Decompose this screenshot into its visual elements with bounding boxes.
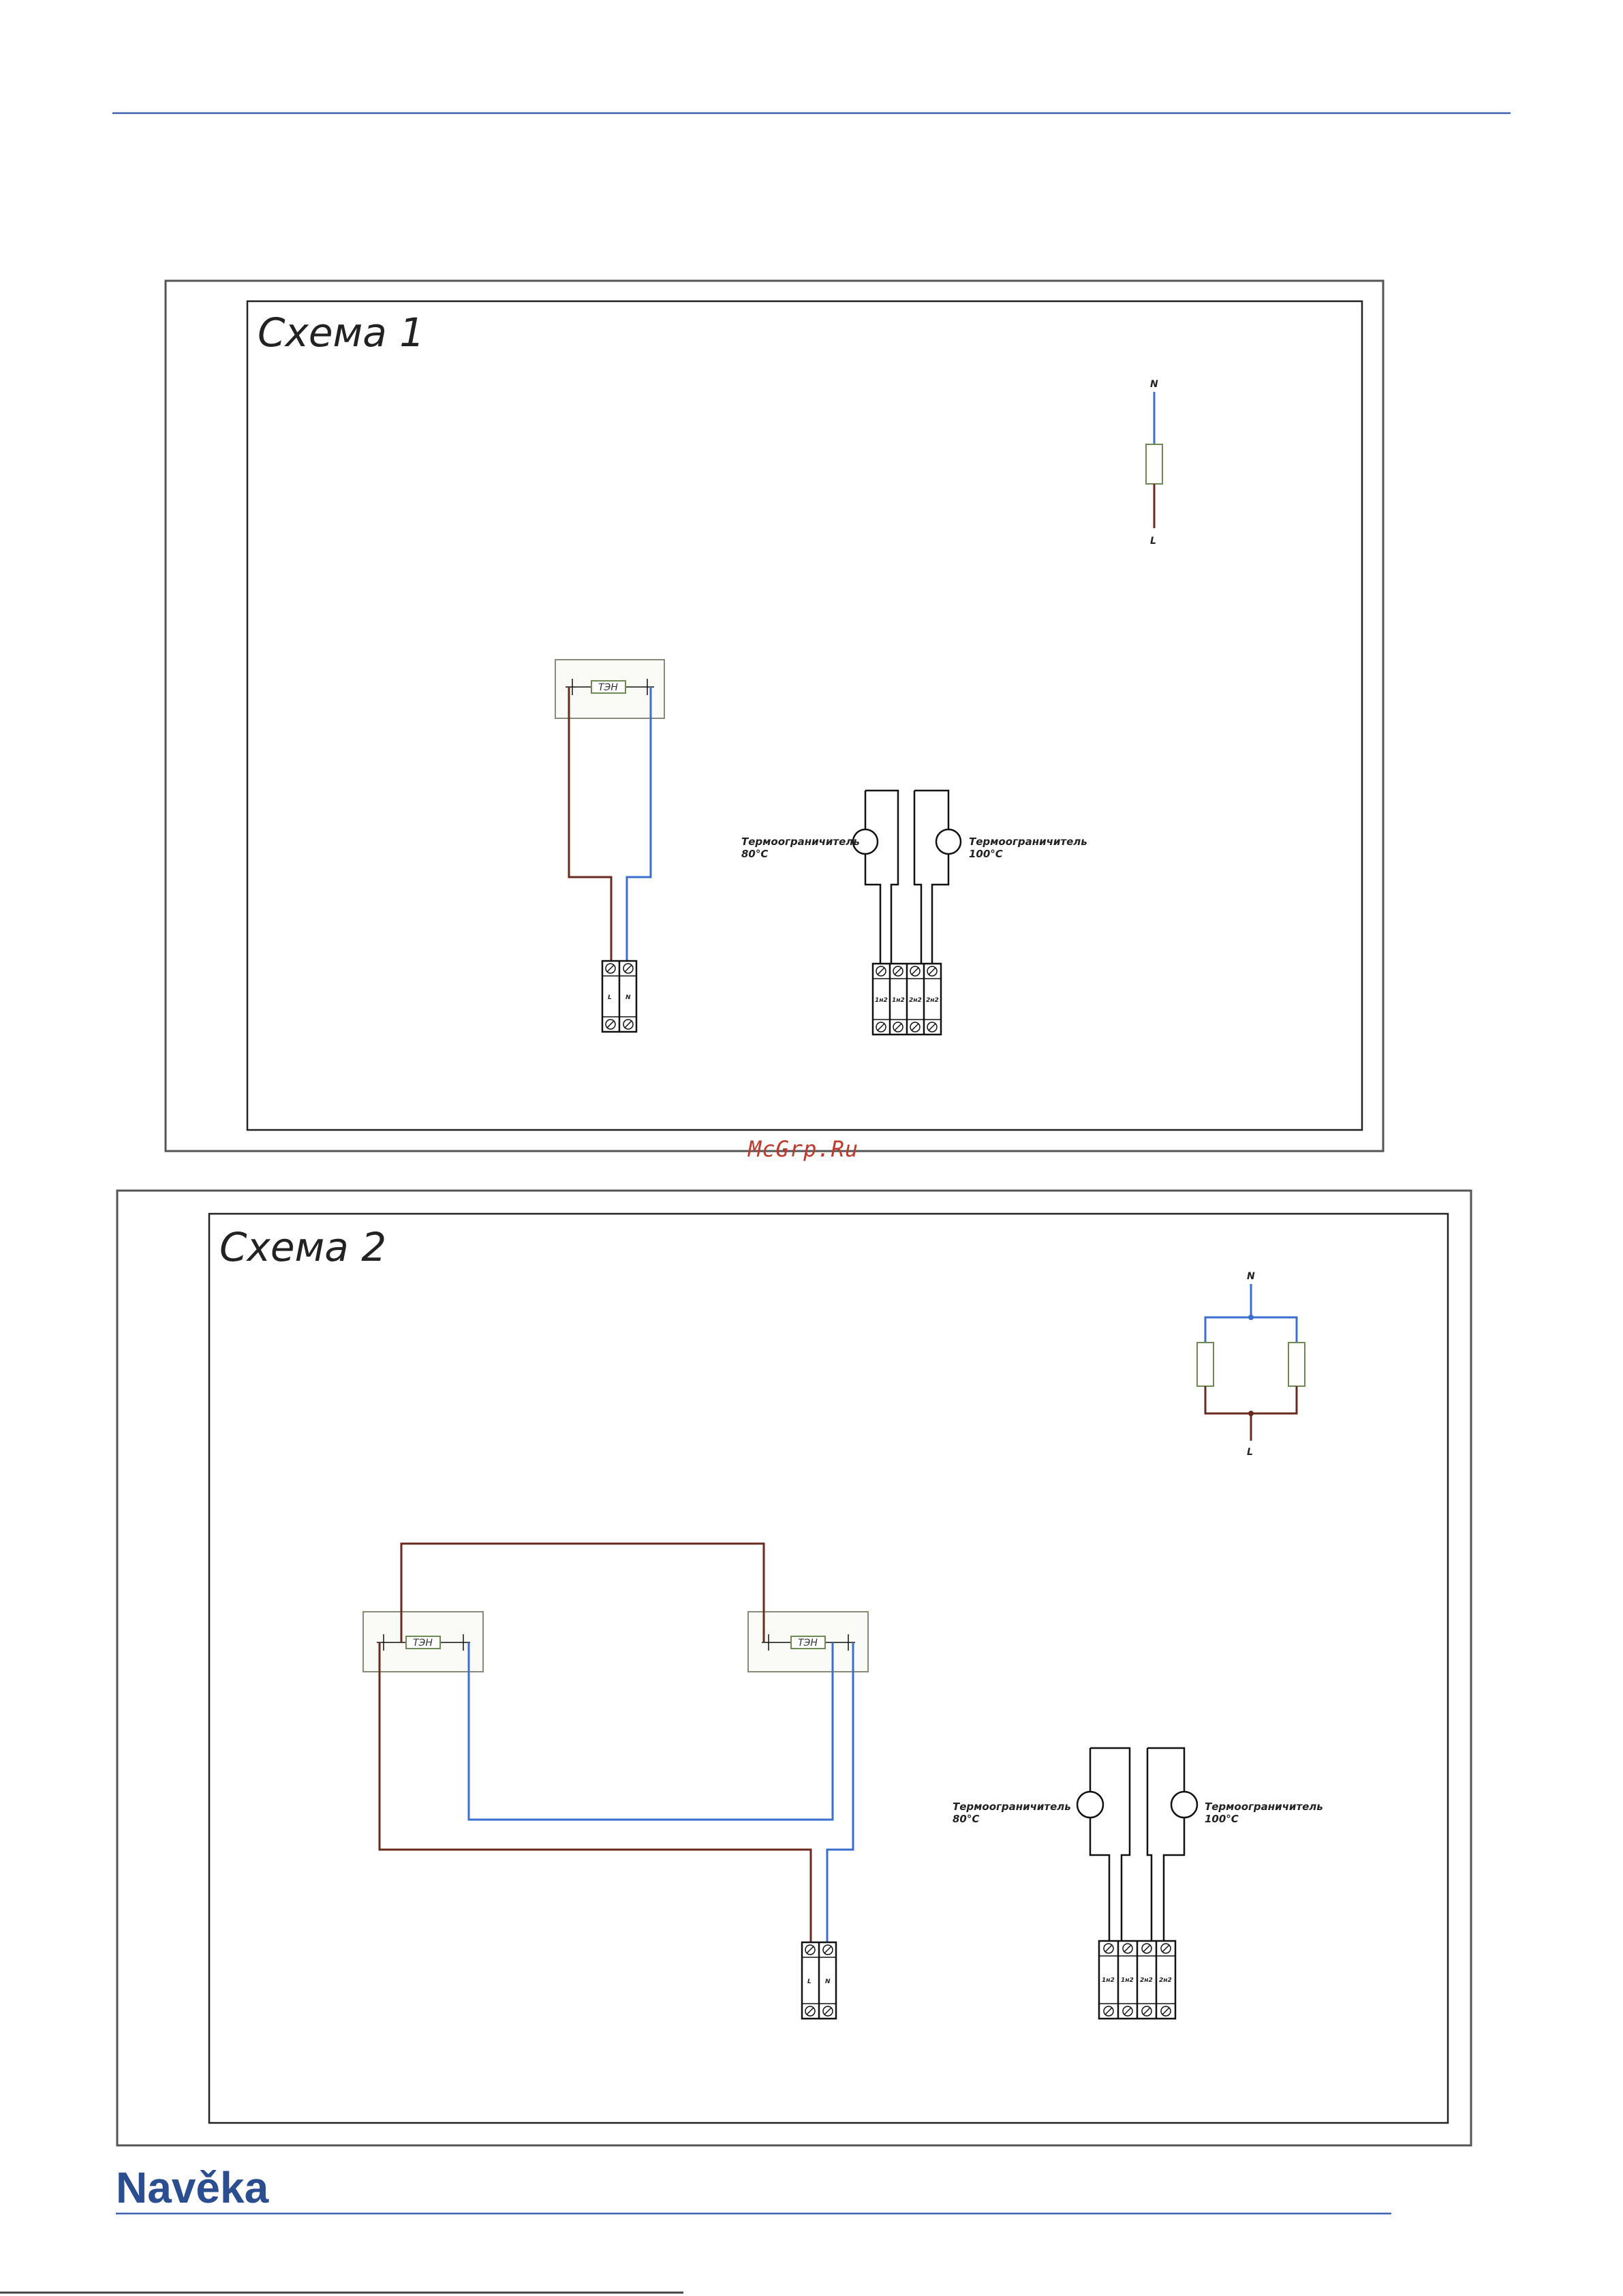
scheme-2-heater-left: ТЭН xyxy=(363,1612,483,1672)
scheme-2-principal-diagram: N L xyxy=(1197,1271,1305,1458)
scheme-1-line-wire xyxy=(569,687,611,962)
thermo-100-label: Термоограничитель xyxy=(969,836,1087,848)
scheme-2-line-wire xyxy=(380,1642,811,1944)
scheme-1-neutral-wire xyxy=(627,687,651,962)
thermo-80-label-2: Термоограничитель xyxy=(953,1801,1071,1813)
terminal-mark-2-1: 1н2 xyxy=(1102,1977,1115,1984)
terminal-mark-3: 2н2 xyxy=(909,997,922,1004)
terminal-mark-4: 2н2 xyxy=(926,997,939,1004)
thermostat-100 xyxy=(936,829,961,854)
scheme-1-inner-frame xyxy=(247,301,1362,1130)
terminal-mark-1: 1н2 xyxy=(875,997,888,1004)
thermo-80-temp: 80°C xyxy=(741,848,768,860)
terminal-n: N xyxy=(625,994,631,1001)
l-label: L xyxy=(1150,536,1156,547)
thermostat-80-2 xyxy=(1077,1792,1103,1818)
scheme-2-heater-right: ТЭН xyxy=(748,1612,868,1672)
thermo-100-temp-2: 100°C xyxy=(1205,1813,1239,1825)
resistor-symbol xyxy=(1146,444,1162,484)
thermostat-100-2 xyxy=(1171,1792,1197,1818)
terminal-l: L xyxy=(608,994,612,1001)
terminal-mark-2-3: 2н2 xyxy=(1140,1977,1153,1984)
brand-logo: Navěka xyxy=(116,2163,269,2212)
watermark: McGrp.Ru xyxy=(747,1136,859,1162)
scheme-2: Схема 2 N L ТЭН xyxy=(117,1191,1471,2145)
terminal-n-2: N xyxy=(825,1978,831,1985)
thermo-80-label: Термоограничитель xyxy=(741,836,860,848)
n-label: N xyxy=(1150,379,1158,390)
scheme-2-neutral-wire-b xyxy=(827,1642,853,1944)
scheme-2-power-terminal: L N xyxy=(802,1942,836,2019)
thermo-80-temp-2: 80°C xyxy=(953,1813,979,1825)
scheme-1-power-terminal: L N xyxy=(602,961,636,1032)
terminal-mark-2: 1н2 xyxy=(892,997,905,1004)
l-label-2: L xyxy=(1247,1447,1253,1458)
scheme-2-thermostats: Термоограничитель 80°C Термоограничитель… xyxy=(953,1748,1323,2019)
scheme-1-title: Схема 1 xyxy=(258,309,424,356)
terminal-mark-2-2: 1н2 xyxy=(1121,1977,1134,1984)
scheme-1: Схема 1 N L ТЭН xyxy=(166,281,1383,1151)
terminal-l-2: L xyxy=(807,1978,812,1985)
thermo-100-label-2: Термоограничитель xyxy=(1205,1801,1323,1813)
scheme-1-heater: ТЭН xyxy=(555,660,664,718)
n-label-2: N xyxy=(1247,1271,1255,1282)
scheme-1-principal-diagram: N L xyxy=(1146,379,1162,547)
scheme-1-outer-frame xyxy=(166,281,1383,1151)
scheme-1-thermostats: Термоограничитель 80°C Термоограничитель… xyxy=(741,791,1087,1035)
thermo-100-temp: 100°C xyxy=(969,848,1003,860)
heater-right-label: ТЭН xyxy=(798,1638,818,1649)
heater-left-label: ТЭН xyxy=(413,1638,433,1649)
terminal-mark-2-4: 2н2 xyxy=(1159,1977,1172,1984)
heater-label: ТЭН xyxy=(598,682,618,693)
scheme-2-title: Схема 2 xyxy=(219,1224,386,1270)
